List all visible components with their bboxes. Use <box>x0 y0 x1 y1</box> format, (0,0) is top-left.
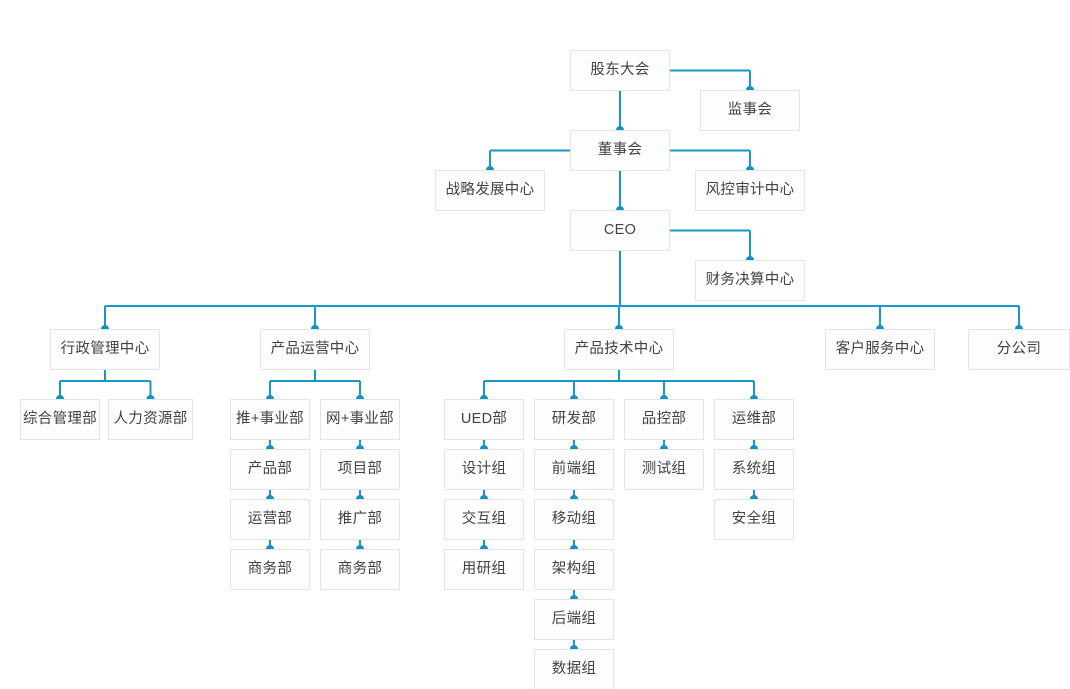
org-node-hr[interactable]: 人力资源部 <box>108 399 193 440</box>
org-node-finance[interactable]: 财务决算中心 <box>695 260 805 301</box>
org-node-test_team[interactable]: 测试组 <box>624 449 704 490</box>
org-node-label: 项目部 <box>337 461 383 478</box>
org-node-sys_team[interactable]: 系统组 <box>714 449 794 490</box>
org-node-label: 推+事业部 <box>236 411 304 428</box>
org-node-design_team[interactable]: 设计组 <box>444 449 524 490</box>
org-node-label: 测试组 <box>641 461 687 478</box>
org-node-sec_team[interactable]: 安全组 <box>714 499 794 540</box>
org-node-label: 推广部 <box>337 511 383 528</box>
org-node-label: 后端组 <box>551 611 597 628</box>
org-node-label: 架构组 <box>551 561 597 578</box>
org-node-qa[interactable]: 品控部 <box>624 399 704 440</box>
org-node-strategy[interactable]: 战略发展中心 <box>435 170 545 211</box>
org-node-label: 用研组 <box>461 561 507 578</box>
org-node-label: 设计组 <box>461 461 507 478</box>
org-node-label: CEO <box>603 222 637 239</box>
org-node-data_team[interactable]: 数据组 <box>534 649 614 689</box>
org-node-ceo[interactable]: CEO <box>570 210 670 251</box>
org-node-label: 人力资源部 <box>113 411 188 428</box>
org-node-riskaudit[interactable]: 风控审计中心 <box>695 170 805 211</box>
org-node-label: 安全组 <box>731 511 777 528</box>
org-node-label: 商务部 <box>247 561 293 578</box>
org-node-tui[interactable]: 推+事业部 <box>230 399 310 440</box>
org-node-label: 财务决算中心 <box>705 272 795 289</box>
org-node-label: 网+事业部 <box>326 411 394 428</box>
org-node-label: UED部 <box>460 411 508 428</box>
org-node-prodops[interactable]: 产品运营中心 <box>260 329 370 370</box>
org-node-rd[interactable]: 研发部 <box>534 399 614 440</box>
org-node-label: 移动组 <box>551 511 597 528</box>
org-node-product_dept[interactable]: 产品部 <box>230 449 310 490</box>
org-node-label: 前端组 <box>551 461 597 478</box>
org-node-admin[interactable]: 行政管理中心 <box>50 329 160 370</box>
org-node-wang[interactable]: 网+事业部 <box>320 399 400 440</box>
org-node-label: 系统组 <box>731 461 777 478</box>
org-node-label: 客户服务中心 <box>835 341 925 358</box>
org-node-fe_team[interactable]: 前端组 <box>534 449 614 490</box>
org-node-label: 综合管理部 <box>23 411 97 428</box>
org-node-ops_dept[interactable]: 运营部 <box>230 499 310 540</box>
org-node-biz_dept_a[interactable]: 商务部 <box>230 549 310 590</box>
org-node-biz_dept_b[interactable]: 商务部 <box>320 549 400 590</box>
org-node-be_team[interactable]: 后端组 <box>534 599 614 640</box>
org-node-label: 战略发展中心 <box>445 182 535 199</box>
org-node-label: 行政管理中心 <box>60 341 150 358</box>
org-node-label: 董事会 <box>597 142 643 159</box>
org-node-prodtech[interactable]: 产品技术中心 <box>564 329 674 370</box>
org-node-project_dept[interactable]: 项目部 <box>320 449 400 490</box>
org-node-supervisors[interactable]: 监事会 <box>700 90 800 131</box>
org-node-label: 商务部 <box>337 561 383 578</box>
org-node-label: 品控部 <box>641 411 687 428</box>
org-node-label: 数据组 <box>551 661 597 678</box>
org-node-mobile_team[interactable]: 移动组 <box>534 499 614 540</box>
org-node-ia_team[interactable]: 交互组 <box>444 499 524 540</box>
org-node-board[interactable]: 董事会 <box>570 130 670 171</box>
org-node-label: 运营部 <box>247 511 293 528</box>
org-node-ur_team[interactable]: 用研组 <box>444 549 524 590</box>
org-node-shareholders[interactable]: 股东大会 <box>570 50 670 91</box>
org-node-label: 分公司 <box>996 341 1042 358</box>
org-node-service[interactable]: 客户服务中心 <box>825 329 935 370</box>
org-node-branch[interactable]: 分公司 <box>968 329 1070 370</box>
org-node-arch_team[interactable]: 架构组 <box>534 549 614 590</box>
org-node-label: 交互组 <box>461 511 507 528</box>
org-node-promo_dept[interactable]: 推广部 <box>320 499 400 540</box>
org-node-label: 研发部 <box>551 411 597 428</box>
org-node-label: 风控审计中心 <box>705 182 795 199</box>
org-node-label: 运维部 <box>731 411 777 428</box>
org-node-label: 产品运营中心 <box>270 341 360 358</box>
org-node-general[interactable]: 综合管理部 <box>20 399 100 440</box>
org-node-ued[interactable]: UED部 <box>444 399 524 440</box>
org-node-ops[interactable]: 运维部 <box>714 399 794 440</box>
org-node-label: 股东大会 <box>590 62 650 79</box>
org-node-label: 监事会 <box>727 102 773 119</box>
org-node-label: 产品部 <box>247 461 293 478</box>
org-node-label: 产品技术中心 <box>574 341 664 358</box>
